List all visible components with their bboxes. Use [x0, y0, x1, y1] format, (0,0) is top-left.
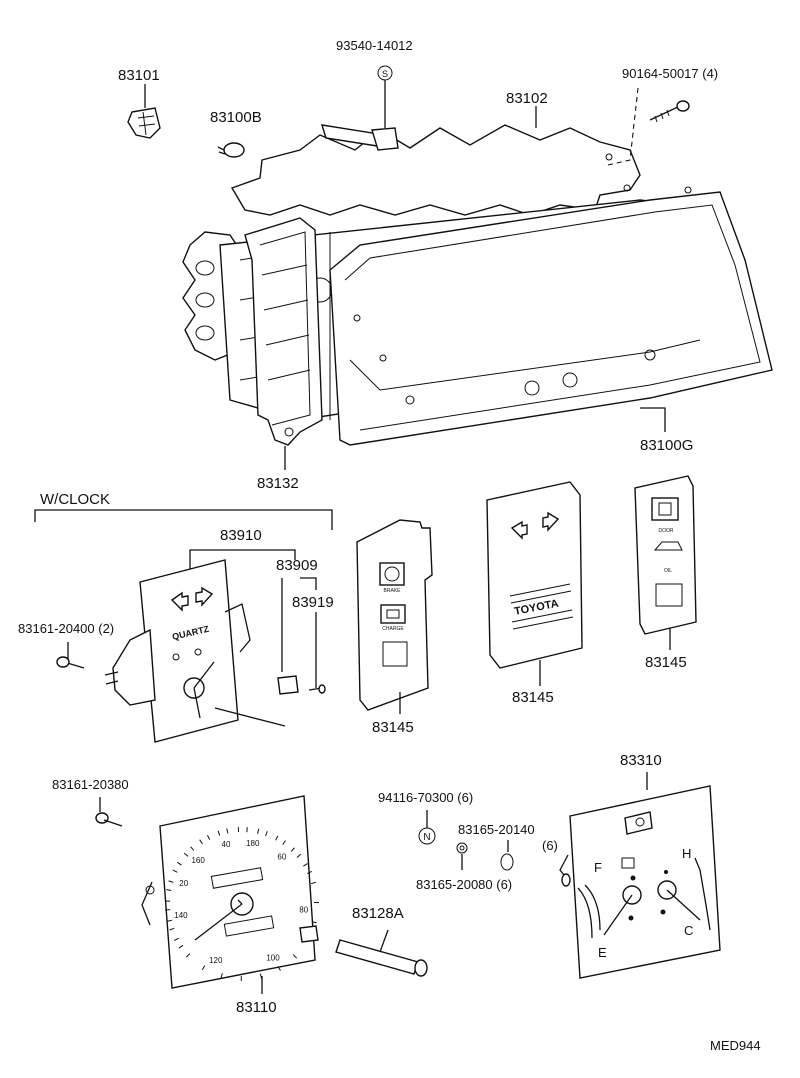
part-83310-label: 83310	[620, 752, 662, 769]
speed-minor-tick	[176, 861, 182, 866]
oil-text: OIL	[664, 568, 672, 574]
part-83161-20380-label: 83161-20380	[52, 777, 129, 792]
speed-minor-tick	[290, 847, 295, 852]
plate-93540: S	[321, 65, 399, 151]
warning-panel-door-oil: DOOR OIL	[634, 475, 697, 635]
nut-94116	[418, 827, 436, 845]
part-93540-mark: S	[382, 69, 388, 79]
speed-minor-tick	[311, 921, 317, 924]
part-83161-20400-label: 83161-20400 (2)	[18, 621, 114, 636]
speed-tick-label: 180	[246, 839, 260, 848]
screw-83161-20380	[95, 812, 123, 827]
speedometer-83110: 20 40 60 80 100 120 140 160 180	[141, 795, 319, 989]
speed-minor-tick	[178, 944, 184, 949]
part-83132-label: 83132	[257, 475, 299, 492]
door-text: DOOR	[659, 528, 674, 534]
part-83101-label: 83101	[118, 67, 160, 84]
brake-text: BRAKE	[384, 588, 402, 594]
part-83165-20140-qty: (6)	[542, 838, 558, 853]
bulb-83100B	[217, 142, 245, 158]
fuel-empty-mark: E	[598, 945, 607, 960]
part-93540-label: 93540-14012	[336, 38, 413, 53]
speed-tick-label: 120	[209, 956, 223, 965]
speed-minor-tick	[201, 965, 206, 971]
speed-minor-tick	[277, 966, 281, 971]
speed-minor-tick	[307, 871, 312, 875]
part-83919-label: 83919	[292, 594, 334, 611]
speed-minor-tick	[220, 973, 223, 979]
speed-minor-tick	[303, 863, 308, 867]
washer-83165-20140	[500, 853, 514, 871]
part-83102-label: 83102	[506, 90, 548, 107]
temp-cold-mark: C	[684, 923, 693, 938]
part-83128A-label: 83128A	[352, 905, 404, 922]
speed-minor-tick	[226, 828, 229, 834]
part-83165-20140-label: 83165-20140	[458, 822, 535, 837]
speed-minor-tick	[257, 828, 260, 834]
speed-minor-tick	[206, 834, 211, 840]
temp-hot-mark: H	[682, 846, 691, 861]
speed-minor-tick	[173, 937, 179, 941]
w-clock-label: W/CLOCK	[40, 491, 110, 508]
speed-tick-label: 40	[222, 840, 231, 849]
speed-minor-tick	[190, 846, 195, 851]
part-83145-label-c: 83145	[645, 654, 687, 671]
clock-assembly-83910: QUARTZ	[56, 559, 326, 743]
speed-minor-tick	[275, 835, 279, 841]
fuel-temp-gauge-83310: F E H C	[559, 785, 721, 979]
turn-signal-panel: TOYOTA	[486, 481, 583, 669]
speed-minor-tick	[217, 830, 221, 836]
speed-tick-label: 20	[179, 879, 188, 888]
speed-minor-tick	[169, 927, 175, 931]
speed-minor-tick	[168, 880, 174, 883]
fuel-full-mark: F	[594, 860, 602, 875]
speed-minor-tick	[166, 919, 172, 922]
speed-minor-tick	[282, 840, 286, 845]
warning-panel-brake-charge: BRAKE CHARGE	[356, 519, 433, 711]
speed-minor-tick	[172, 869, 178, 873]
speed-minor-tick	[310, 881, 317, 885]
speed-minor-tick	[185, 953, 191, 958]
part-83110-label: 83110	[236, 999, 277, 1016]
speed-minor-tick	[265, 831, 268, 837]
speed-minor-tick	[183, 852, 189, 857]
screw-90164	[607, 87, 690, 166]
instrument-cluster-housing	[182, 124, 773, 446]
part-90164-label: 90164-50017 (4)	[622, 66, 718, 81]
drawing-code: MED944	[710, 1038, 761, 1053]
speed-tick-label: 100	[266, 954, 280, 963]
speed-minor-tick	[296, 853, 302, 858]
part-83909-label: 83909	[276, 557, 318, 574]
charge-text: CHARGE	[382, 626, 404, 632]
part-83165-20080-label: 83165-20080 (6)	[416, 877, 512, 892]
speed-tick-label: 60	[277, 853, 286, 862]
speed-tick-label: 160	[191, 856, 205, 865]
washer-83165-20080	[456, 842, 468, 854]
part-83145-label-a: 83145	[372, 719, 414, 736]
speed-minor-tick	[166, 889, 172, 891]
speed-dial: 20 40 60 80 100 120 140 160 180	[165, 827, 319, 982]
speed-minor-tick	[199, 839, 203, 845]
speed-tick-label: 80	[299, 905, 308, 914]
part-83100G-label: 83100G	[640, 437, 693, 454]
speed-minor-tick	[292, 954, 298, 959]
part-83910-label: 83910	[220, 527, 262, 544]
part-94116-mark: N	[423, 832, 430, 843]
part-83145-label-b: 83145	[512, 689, 554, 706]
speed-tick-label: 140	[174, 911, 188, 920]
cable-83128A	[335, 929, 428, 977]
part-94116-label: 94116-70300 (6)	[378, 790, 473, 805]
part-83100B-label: 83100B	[210, 109, 262, 126]
socket-83101	[127, 107, 161, 139]
